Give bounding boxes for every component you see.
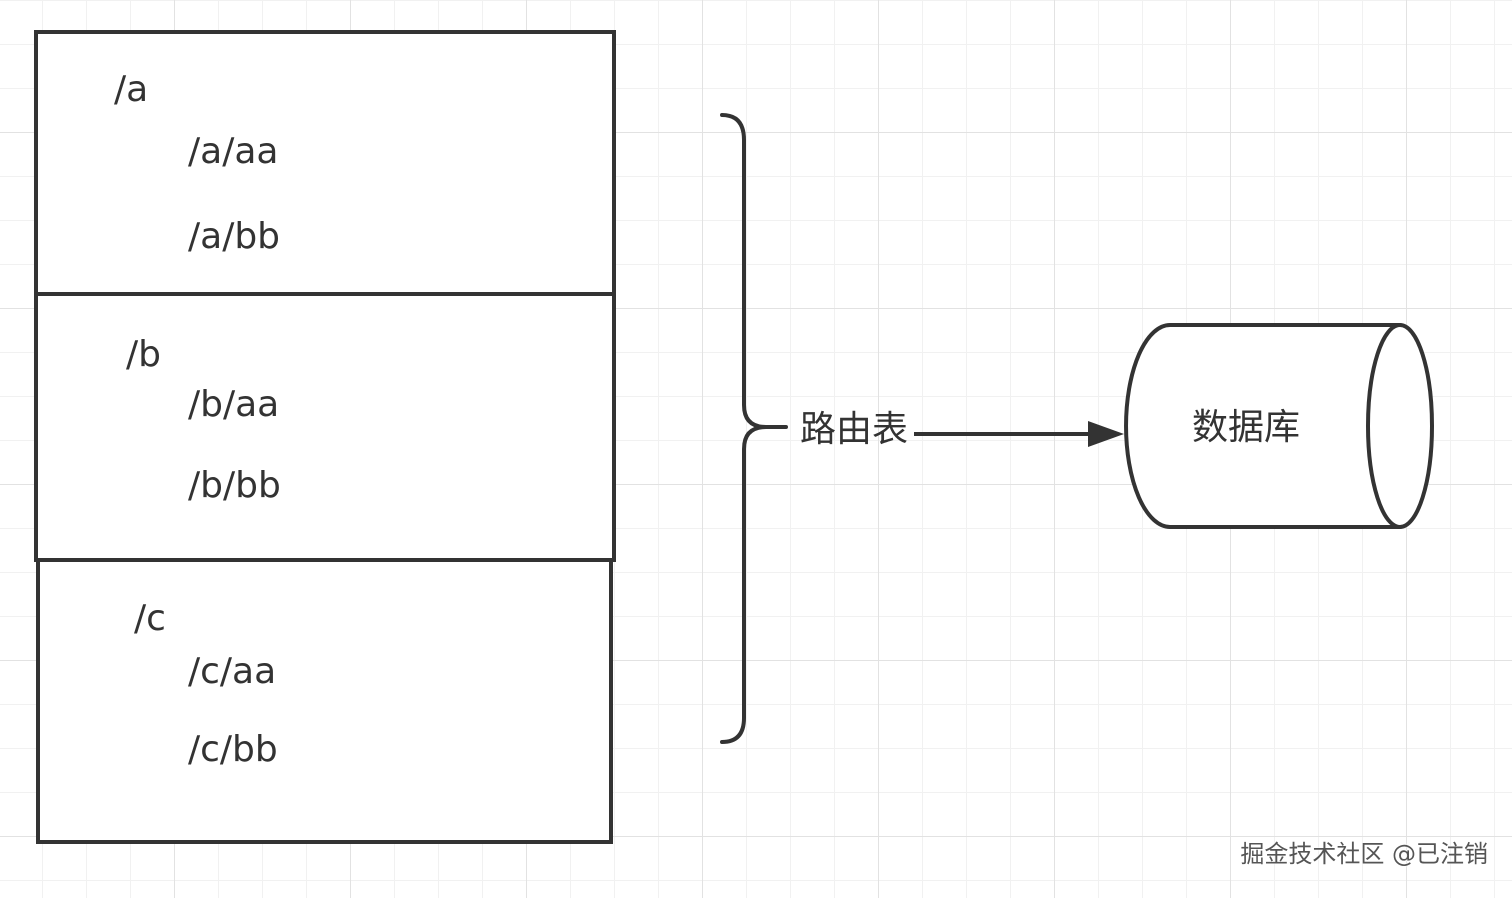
database-label: 数据库 — [1192, 407, 1301, 448]
curly-brace — [720, 113, 788, 744]
route-group-b-box — [34, 292, 616, 562]
route-group-a-box — [34, 30, 616, 296]
arrow-head — [1088, 421, 1124, 447]
route-b-label: /b — [126, 334, 161, 375]
route-c-bb-label: /c/bb — [188, 729, 278, 770]
route-c-aa-label: /c/aa — [188, 651, 277, 692]
route-group-c-box — [36, 558, 613, 844]
route-a-aa-label: /a/aa — [188, 131, 279, 172]
route-c-label: /c — [134, 598, 166, 639]
route-a-bb-label: /a/bb — [188, 216, 281, 257]
route-a-label: /a — [114, 69, 149, 110]
route-b-aa-label: /b/aa — [188, 384, 280, 425]
routing-table-label: 路由表 — [800, 409, 909, 450]
watermark: 掘金技术社区 @已注销 — [1240, 840, 1488, 868]
route-b-bb-label: /b/bb — [188, 465, 281, 506]
